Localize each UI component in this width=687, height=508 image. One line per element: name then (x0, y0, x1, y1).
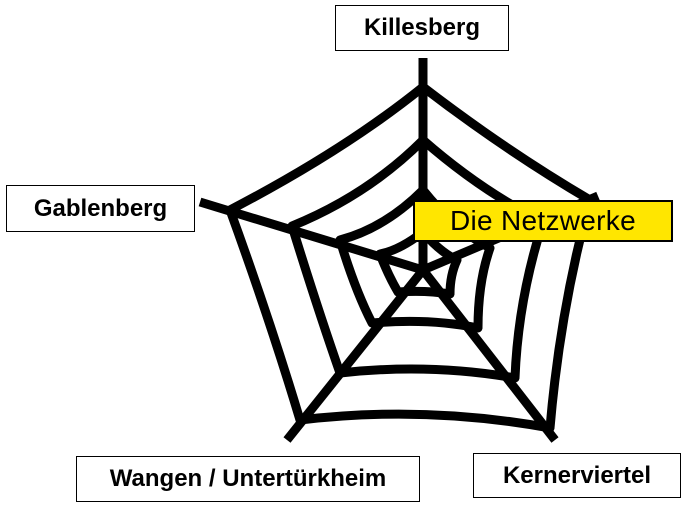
brand-logo-die-netzwerke: Die Netzwerke (413, 200, 673, 242)
web-ring-inner (375, 227, 462, 299)
node-label-killesberg: Killesberg (335, 5, 509, 51)
web-ring-2 (287, 135, 548, 383)
node-label-kernerviertel: Kernerviertel (473, 453, 681, 498)
web-ring-3 (335, 185, 495, 333)
web-spoke-bottom-left (283, 267, 427, 443)
web-ring-outer (225, 82, 595, 433)
web-spoke-bottom-right (419, 267, 559, 443)
node-label-gablenberg: Gablenberg (6, 185, 195, 232)
node-label-wangen-untertuerkheim: Wangen / Untertürkheim (76, 456, 420, 502)
